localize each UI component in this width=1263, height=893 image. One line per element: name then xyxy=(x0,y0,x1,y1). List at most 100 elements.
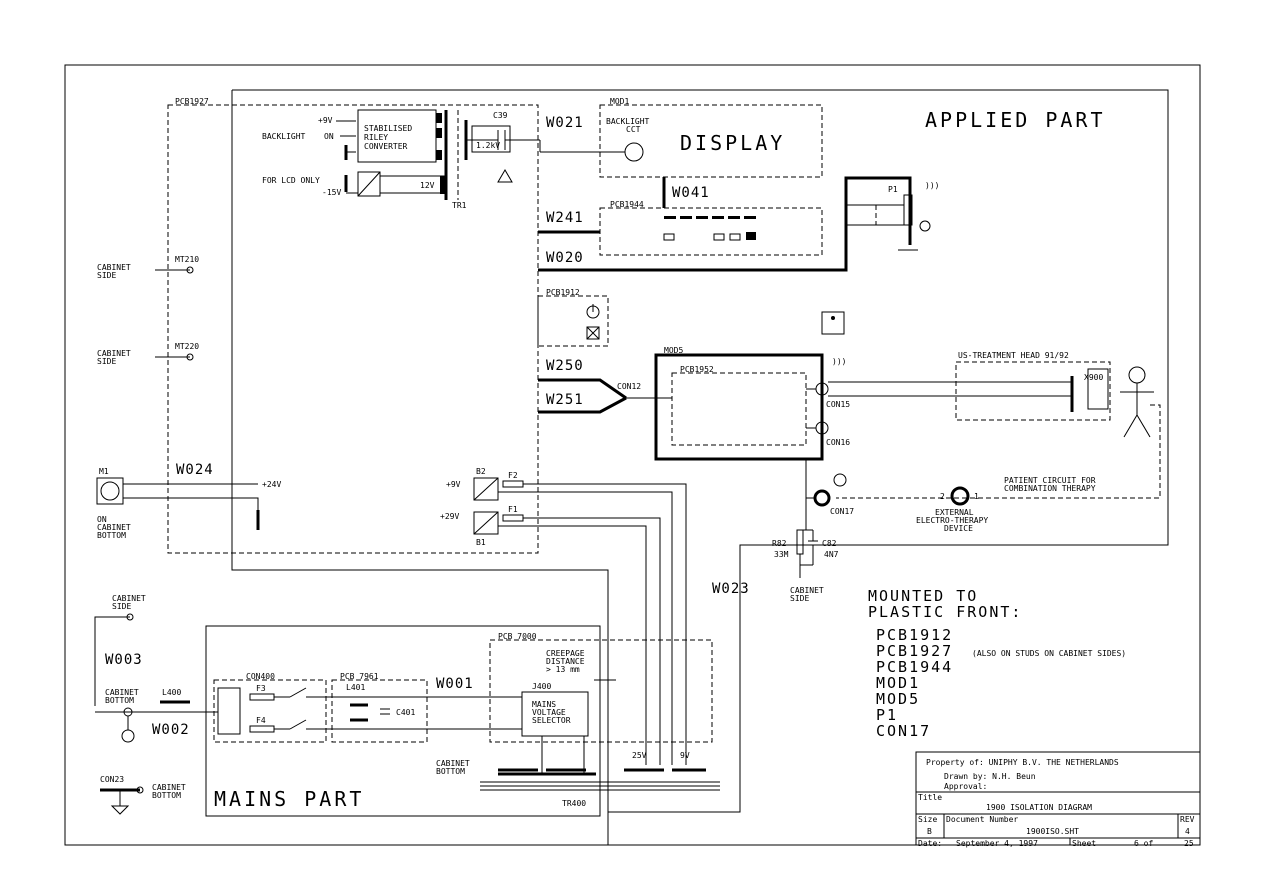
p1-potentiometer xyxy=(903,194,913,226)
cabbot-3: CABINET xyxy=(105,688,139,697)
mod5-label: MOD5 xyxy=(664,346,683,355)
pcb1952-label: PCB1952 xyxy=(680,365,714,374)
c39-label: C39 xyxy=(493,111,508,120)
lcd-label: FOR LCD ONLY xyxy=(262,176,320,185)
cabbot-4: BOTTOM xyxy=(105,696,134,705)
wire-w023: W023 xyxy=(712,581,750,597)
pin-1-label: 1 xyxy=(974,492,979,501)
mains-voltage-selector xyxy=(521,691,589,737)
tb-sheet-label: Sheet xyxy=(1072,839,1096,848)
pcb1944-outline xyxy=(599,207,823,256)
tb-size-label: Size xyxy=(918,815,937,824)
x900-label: X900 xyxy=(1084,373,1103,382)
title-block xyxy=(915,751,1201,846)
b1-voltage: +29V xyxy=(440,512,459,521)
sound-icon: ))) xyxy=(925,181,939,190)
wire-w024: W024 xyxy=(176,462,214,478)
mounted-item: MOD5 xyxy=(876,690,920,708)
l401-label: L401 xyxy=(346,683,365,692)
selector-1: MAINS xyxy=(532,700,556,709)
con16-label: CON16 xyxy=(826,438,850,447)
wire-w021: W021 xyxy=(546,115,584,131)
fan-icon xyxy=(100,481,120,501)
mounted-item: MOD1 xyxy=(876,674,920,692)
wire-w001: W001 xyxy=(436,676,474,692)
mains-part-title: MAINS PART xyxy=(214,787,364,811)
selector-2: VOLTAGE xyxy=(532,708,566,717)
lcd-converter xyxy=(357,171,381,197)
fuse-f3 xyxy=(249,693,275,701)
mt220-label: MT220 xyxy=(175,342,199,351)
mod5-outline xyxy=(654,353,824,461)
pcb7961-label: PCB 7961 xyxy=(340,672,379,681)
pin-2-label: 2 xyxy=(940,492,945,501)
tr400-label: TR400 xyxy=(562,799,586,808)
applied-part-boundary xyxy=(232,89,1169,546)
selector-3: SELECTOR xyxy=(532,716,571,725)
f4-label: F4 xyxy=(256,716,266,725)
cabside-4: SIDE xyxy=(112,602,131,611)
fuse-f2 xyxy=(502,480,524,488)
fan-m1 xyxy=(96,477,124,505)
knob-icon xyxy=(919,220,931,232)
mt220-screw xyxy=(186,353,194,361)
patient-type-bf-icon xyxy=(821,311,845,335)
creepage-3: > 13 mm xyxy=(546,665,580,674)
b2-label: B2 xyxy=(476,467,486,476)
con17-connector xyxy=(813,489,831,507)
pcb1927-outline xyxy=(167,104,539,554)
pcb1912-outline xyxy=(537,295,609,347)
r82-resistor xyxy=(796,529,804,555)
tb-drawn: Drawn by: N.H. Beun xyxy=(944,772,1036,781)
creepage-2: DISTANCE xyxy=(546,657,585,666)
us-head-outline xyxy=(955,361,1111,421)
cabinet-side-3: CABINET xyxy=(97,349,131,358)
converter-label-3: CONVERTER xyxy=(364,142,408,151)
con23-label: CON23 xyxy=(100,775,124,784)
cabinet-side-4: SIDE xyxy=(97,357,116,366)
mt210-screw xyxy=(186,266,194,274)
mounted-item: PCB1944 xyxy=(876,658,953,676)
tb-rev-label: REV xyxy=(1180,815,1195,824)
wire-w002: W002 xyxy=(152,722,190,738)
cabinet-side-1: CABINET xyxy=(97,263,131,272)
recall-icon xyxy=(729,233,741,241)
f3-label: F3 xyxy=(256,684,266,693)
ext-label-2: ELECTRO-THERAPY xyxy=(916,516,988,525)
ext-label-1: EXTERNAL xyxy=(935,508,974,517)
f1-label: F1 xyxy=(508,505,518,514)
tb-docnum: 1900ISO.SHT xyxy=(1026,827,1079,836)
mounted-note: (ALSO ON STUDS ON CABINET SIDES) xyxy=(972,649,1126,658)
con15-label: CON15 xyxy=(826,400,850,409)
f2-label: F2 xyxy=(508,471,518,480)
m1-on-3: BOTTOM xyxy=(97,531,126,540)
pcb7000-label: PCB 7000 xyxy=(498,632,537,641)
pcb1952-outline xyxy=(671,372,807,446)
m15v-label: -15V xyxy=(322,188,341,197)
b1-converter xyxy=(473,511,499,535)
pcb7000-outline xyxy=(489,639,713,743)
backlight-cct-1: BACKLIGHT xyxy=(606,117,650,126)
wire-w020-line xyxy=(538,176,912,272)
j400-label: J400 xyxy=(532,682,551,691)
con17-label: CON17 xyxy=(830,507,854,516)
applied-part-boundary-left xyxy=(231,90,609,845)
store-icon xyxy=(713,233,725,241)
pcb7961-outline xyxy=(331,679,428,743)
display-label: DISPLAY xyxy=(680,131,785,155)
mains-part-boundary xyxy=(205,625,601,817)
pcb1927-label: PCB1927 xyxy=(175,97,209,106)
tr1-label: TR1 xyxy=(452,201,467,210)
v25-label: 25V xyxy=(632,751,647,760)
mounted-item: CON17 xyxy=(876,722,931,740)
ext-label-3: DEVICE xyxy=(944,524,973,533)
mains-switch xyxy=(289,687,307,698)
mounted-title-2: PLASTIC FRONT: xyxy=(868,603,1022,621)
p1-label: P1 xyxy=(888,185,898,194)
creepage-1: CREEPAGE xyxy=(546,649,585,658)
chassis-ground-icon xyxy=(110,805,130,815)
tb-date-label: Date: xyxy=(918,839,942,848)
v12-label: 12V xyxy=(420,181,435,190)
mains-inlet-icon xyxy=(217,687,241,735)
patient-circuit-line xyxy=(836,404,1161,499)
